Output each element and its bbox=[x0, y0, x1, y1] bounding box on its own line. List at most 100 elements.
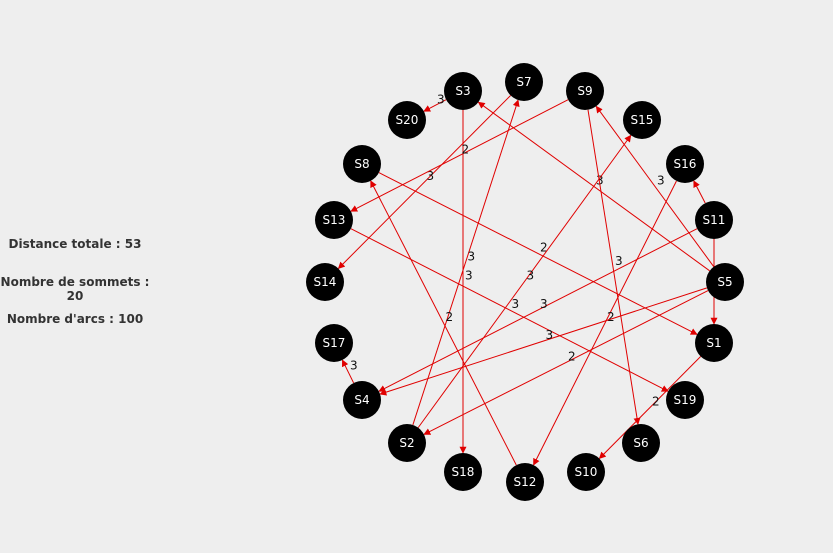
node-circle bbox=[343, 381, 381, 419]
node-s9[interactable]: S9 bbox=[566, 72, 604, 110]
node-s7[interactable]: S7 bbox=[505, 63, 543, 101]
edge-s2-s15 bbox=[417, 134, 632, 428]
node-s8[interactable]: S8 bbox=[343, 145, 381, 183]
edge-weight-label: 2 bbox=[568, 350, 576, 364]
node-circle bbox=[566, 72, 604, 110]
node-label: S6 bbox=[633, 436, 648, 450]
edge-s1-s10 bbox=[598, 356, 701, 460]
node-s6[interactable]: S6 bbox=[622, 424, 660, 462]
node-label: S3 bbox=[455, 84, 470, 98]
node-s17[interactable]: S17 bbox=[315, 324, 353, 362]
edge-weight-label: 3 bbox=[465, 269, 473, 283]
edge-s8-s1 bbox=[378, 172, 698, 335]
edge-weight-label: 3 bbox=[657, 174, 665, 188]
node-label: S20 bbox=[396, 113, 419, 127]
node-circle bbox=[666, 145, 704, 183]
edge-s5-s9 bbox=[595, 105, 715, 267]
node-s3[interactable]: S3 bbox=[444, 72, 482, 110]
node-label: S19 bbox=[674, 393, 697, 407]
node-s15[interactable]: S15 bbox=[623, 101, 661, 139]
node-circle bbox=[343, 145, 381, 183]
edge-weight-label: 3 bbox=[540, 297, 548, 311]
node-circle bbox=[444, 72, 482, 110]
edge-s5-s2 bbox=[423, 290, 709, 435]
edge-weight-label: 3 bbox=[437, 93, 445, 107]
node-label: S10 bbox=[575, 465, 598, 479]
edge-s16-s12 bbox=[533, 180, 677, 466]
node-circle bbox=[695, 324, 733, 362]
edge-weight-label: 3 bbox=[615, 254, 623, 268]
node-s10[interactable]: S10 bbox=[567, 453, 605, 491]
node-circle bbox=[695, 201, 733, 239]
edge-s3-s20 bbox=[423, 99, 447, 112]
node-s5[interactable]: S5 bbox=[706, 263, 744, 301]
node-label: S4 bbox=[354, 393, 369, 407]
edge-weight-label: 2 bbox=[540, 241, 548, 255]
edge-s11-s4 bbox=[378, 228, 698, 392]
node-s16[interactable]: S16 bbox=[666, 145, 704, 183]
edge-s5-s4 bbox=[379, 287, 708, 396]
edge-weight-label: 2 bbox=[446, 310, 454, 324]
statistics-panel: Distance totale : 53 Nombre de sommets :… bbox=[0, 0, 160, 553]
edge-weight-label: 3 bbox=[527, 269, 535, 283]
node-label: S17 bbox=[323, 336, 346, 350]
edge-weight-label: 2 bbox=[652, 395, 660, 409]
node-label: S7 bbox=[516, 75, 531, 89]
node-s19[interactable]: S19 bbox=[666, 381, 704, 419]
node-circle bbox=[706, 263, 744, 301]
node-circle bbox=[388, 424, 426, 462]
node-s18[interactable]: S18 bbox=[444, 453, 482, 491]
node-s2[interactable]: S2 bbox=[388, 424, 426, 462]
node-label: S2 bbox=[399, 436, 414, 450]
node-s14[interactable]: S14 bbox=[306, 263, 344, 301]
node-s13[interactable]: S13 bbox=[315, 201, 353, 239]
node-label: S9 bbox=[577, 84, 592, 98]
node-label: S14 bbox=[314, 275, 337, 289]
node-label: S5 bbox=[717, 275, 732, 289]
edge-s13-s19 bbox=[350, 228, 669, 392]
total-distance-label: Distance totale : 53 bbox=[8, 237, 142, 251]
node-circle bbox=[506, 463, 544, 501]
node-s11[interactable]: S11 bbox=[695, 201, 733, 239]
nodes-layer: S1S2S3S4S5S6S7S8S9S10S11S12S13S14S15S16S… bbox=[306, 63, 744, 501]
edge-weight-label: 3 bbox=[427, 169, 435, 183]
node-circle bbox=[505, 63, 543, 101]
node-circle bbox=[306, 263, 344, 301]
node-circle bbox=[388, 101, 426, 139]
edge-weight-label: 3 bbox=[546, 328, 554, 342]
node-label: S1 bbox=[706, 336, 721, 350]
node-circle bbox=[315, 201, 353, 239]
node-label: S18 bbox=[452, 465, 475, 479]
node-circle bbox=[315, 324, 353, 362]
node-circle bbox=[444, 453, 482, 491]
node-label: S15 bbox=[631, 113, 654, 127]
edge-s9-s13 bbox=[350, 99, 569, 212]
edge-s7-s14 bbox=[337, 95, 511, 270]
edge-s9-s6 bbox=[587, 109, 641, 425]
arc-count-label: Nombre d'arcs : 100 bbox=[6, 312, 144, 326]
node-circle bbox=[567, 453, 605, 491]
node-s4[interactable]: S4 bbox=[343, 381, 381, 419]
edge-weight-label: 2 bbox=[607, 310, 615, 324]
edge-weight-label: 3 bbox=[350, 359, 358, 373]
node-circle bbox=[623, 101, 661, 139]
edge-s11-s16 bbox=[693, 180, 706, 204]
node-label: S13 bbox=[323, 213, 346, 227]
edge-weight-label: 3 bbox=[468, 250, 476, 264]
edge-s4-s17 bbox=[341, 359, 355, 384]
node-s20[interactable]: S20 bbox=[388, 101, 426, 139]
vertex-count-label: Nombre de sommets : 20 bbox=[0, 275, 150, 303]
node-label: S16 bbox=[674, 157, 697, 171]
edge-weight-label: 2 bbox=[462, 143, 470, 157]
edge-weight-label: 3 bbox=[596, 174, 604, 188]
node-label: S11 bbox=[703, 213, 726, 227]
node-label: S12 bbox=[514, 475, 537, 489]
node-s12[interactable]: S12 bbox=[506, 463, 544, 501]
node-circle bbox=[666, 381, 704, 419]
node-s1[interactable]: S1 bbox=[695, 324, 733, 362]
edge-weight-label: 3 bbox=[512, 297, 520, 311]
node-label: S8 bbox=[354, 157, 369, 171]
edge-s12-s8 bbox=[370, 180, 517, 466]
